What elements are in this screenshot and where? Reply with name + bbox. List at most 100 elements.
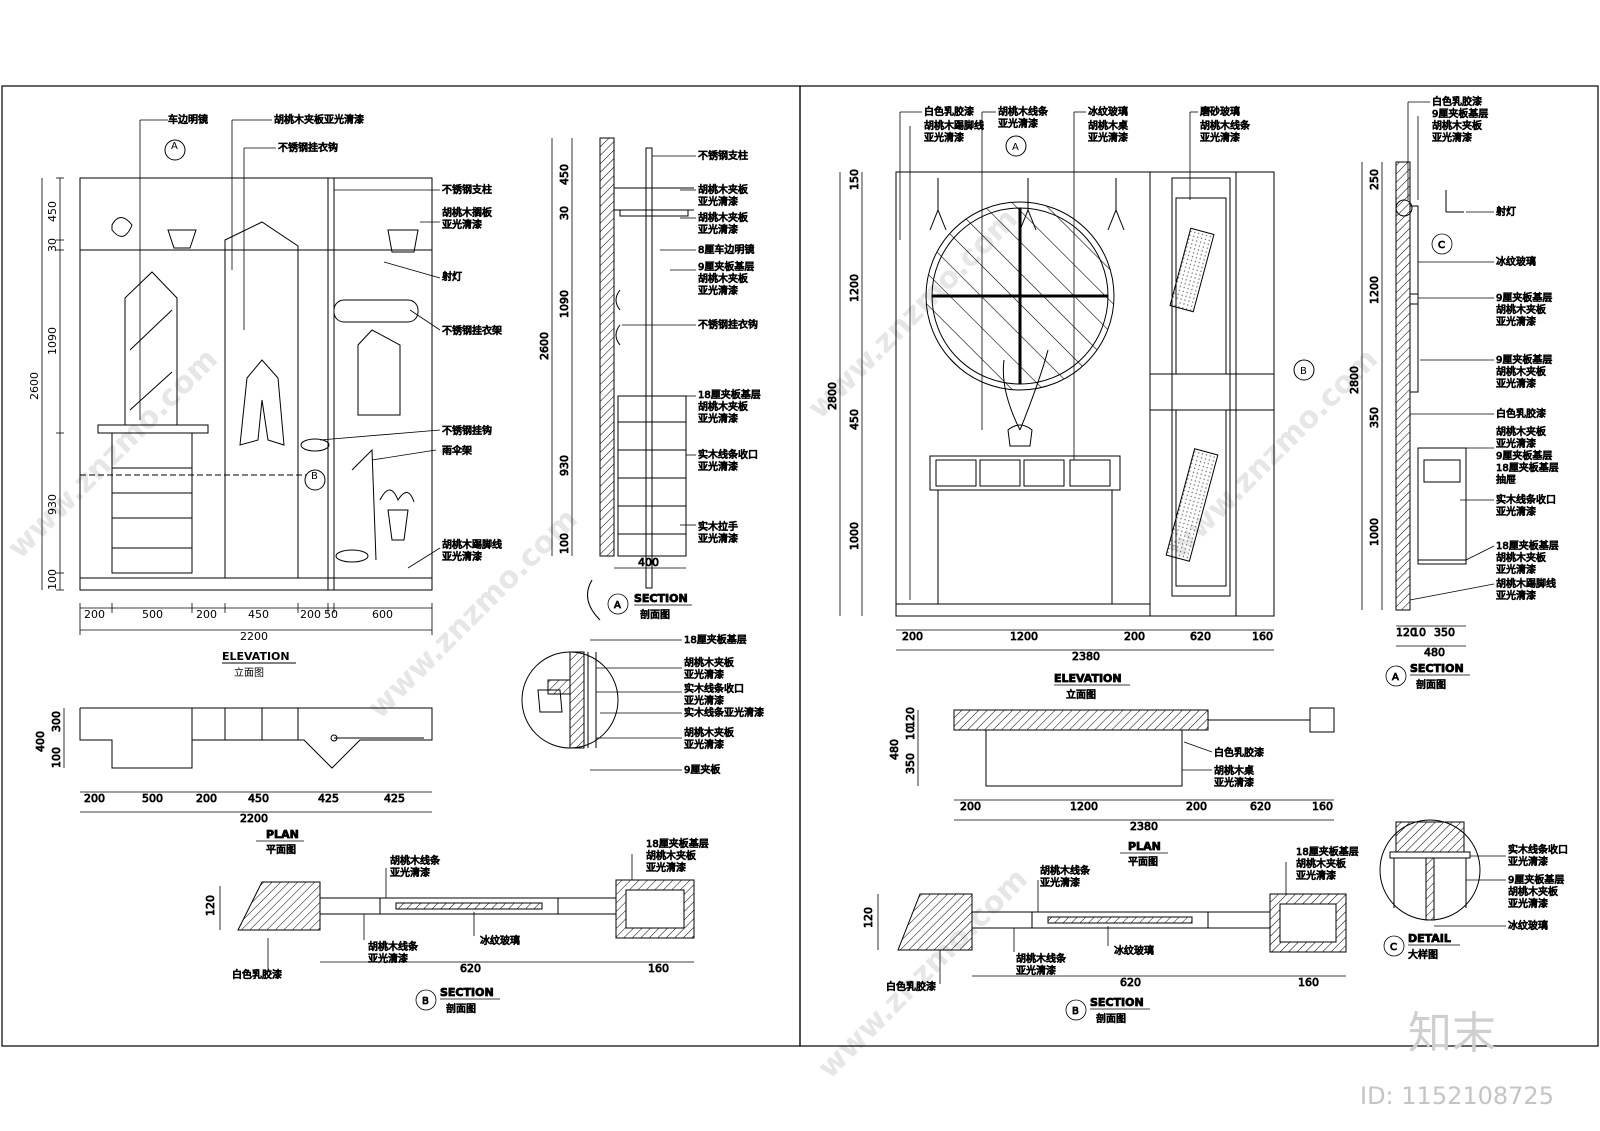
plan-dim-500: 500 — [142, 792, 163, 805]
right-dim-h-200a: 200 — [902, 630, 923, 643]
rsecA-dim-480: 480 — [1424, 646, 1445, 659]
rplan-dim-480: 480 — [888, 739, 901, 760]
detA-label-walnut-2: 胡桃木夹板 — [684, 726, 734, 739]
secA-tag-letter: A — [614, 600, 621, 611]
secB-label-matte-1: 亚光清漆 — [390, 866, 430, 879]
rsecA-dim-350: 350 — [1434, 626, 1455, 639]
detC-label-trim: 实木线条收口 — [1508, 843, 1568, 856]
dim-1090: 1090 — [46, 327, 59, 355]
rsecA-label-white-paint: 白色乳胶漆 — [1432, 95, 1482, 108]
secA-label-matte-1: 亚光清漆 — [698, 195, 738, 208]
rplan-label-matte: 亚光清漆 — [1214, 776, 1254, 789]
detA-label-matte-3: 亚光清漆 — [684, 738, 724, 751]
rsecB-dim-160: 160 — [1298, 976, 1319, 989]
secA-label-walnut-3: 胡桃木夹板 — [698, 272, 748, 285]
label-walnut-panel: 胡桃木夹板亚光清漆 — [274, 113, 364, 126]
left-section-b-labels: 胡桃木线条 亚光清漆 18厘夹板基层 胡桃木夹板 亚光清漆 胡桃木线条 亚光清漆… — [204, 837, 710, 1016]
right-dim-1000: 1000 — [848, 522, 861, 550]
plan-dim-425b: 425 — [384, 792, 405, 805]
right-elev-dims: 150 1200 450 1000 2800 200 1200 200 620 … — [826, 169, 1274, 701]
secA-label-mirror: 8厘车边明镜 — [698, 243, 754, 256]
right-tag-a-letter: A — [1012, 142, 1019, 153]
detC-label-9mm: 9厘夹板基层 — [1508, 873, 1564, 886]
detC-subtitle: 大样图 — [1408, 948, 1438, 961]
right-dim-h-1200: 1200 — [1010, 630, 1038, 643]
right-dim-h-620: 620 — [1190, 630, 1211, 643]
right-dim-h-160: 160 — [1252, 630, 1273, 643]
left-elev-dims — [41, 177, 433, 635]
right-elev-tags: A B — [1005, 135, 1315, 381]
rsecA-label-walnut-1: 胡桃木夹板 — [1432, 119, 1482, 132]
right-dim-2800: 2800 — [826, 382, 839, 410]
dim-450: 450 — [46, 201, 59, 222]
detA-label-matte-2: 亚光清漆 — [684, 694, 724, 707]
secA-label-walnut-4: 胡桃木夹板 — [698, 400, 748, 413]
rsecA-label-drawer: 抽屉 — [1496, 473, 1516, 486]
secA-label-matte-4: 亚光清漆 — [698, 412, 738, 425]
dim-h-200b: 200 — [196, 608, 217, 621]
right-tag-b-letter: B — [1300, 366, 1307, 377]
rplan-label-walnut-table: 胡桃木桌 — [1214, 764, 1254, 777]
right-label-walnut-trim-2: 胡桃木线条 — [1200, 119, 1250, 132]
secB-label-walnut-trim-1: 胡桃木线条 — [390, 854, 440, 867]
rsecA-tag-c — [1431, 233, 1453, 255]
right-detail-c — [1379, 819, 1481, 921]
right-dim-1200: 1200 — [848, 274, 861, 302]
secA-label-matte-2: 亚光清漆 — [698, 223, 738, 236]
secB-tag-letter: B — [422, 996, 429, 1007]
right-plan-dims: 120 10 350 480 200 1200 200 620 160 2380… — [888, 707, 1334, 868]
rsecA-label-skirting: 胡桃木踢脚线 — [1496, 577, 1556, 590]
secB-subtitle: 剖面图 — [446, 1002, 476, 1015]
right-section-a-dims: 250 1200 2800 350 1000 120 10 350 480 — [1348, 162, 1466, 659]
image-id-text: ID: 1152108725 — [1360, 1082, 1554, 1110]
detC-tag-circle — [1383, 935, 1405, 957]
secA-dim-2600: 2600 — [538, 332, 551, 360]
rsecA-label-matte-7: 亚光清漆 — [1496, 589, 1536, 602]
right-elevation-subtitle: 立面图 — [1066, 688, 1096, 701]
dim-2600: 2600 — [28, 372, 41, 400]
rsecB-label-matte-3: 亚光清漆 — [1016, 964, 1056, 977]
dim-930: 930 — [46, 494, 59, 515]
rsecA-label-walnut-5: 胡桃木夹板 — [1496, 551, 1546, 564]
secA-dim-30: 30 — [558, 206, 571, 220]
dim-h-50: 50 — [324, 608, 338, 621]
secA-dim-930: 930 — [558, 455, 571, 476]
detA-label-18mm: 18厘夹板基层 — [684, 633, 747, 646]
rsecB-label-white-paint: 白色乳胶漆 — [886, 980, 936, 993]
secA-label-9mm-base: 9厘夹板基层 — [698, 260, 754, 273]
secA-title: SECTION — [634, 592, 688, 605]
rplan-dim-10: 10 — [904, 726, 917, 740]
secA-label-walnut-1: 胡桃木夹板 — [698, 183, 748, 196]
dim-100: 100 — [46, 569, 59, 590]
rplan-dim-620: 620 — [1250, 800, 1271, 813]
left-elev-tags: A B — [164, 139, 326, 491]
secA-label-steel-post: 不锈钢支柱 — [698, 149, 748, 162]
section-tag-a — [164, 139, 186, 161]
label-coat-hook: 不锈钢挂衣钩 — [278, 141, 338, 154]
secB-tag-circle — [415, 989, 437, 1011]
rplan-dim-200b: 200 — [1186, 800, 1207, 813]
rsecA-label-walnut-2: 胡桃木夹板 — [1496, 303, 1546, 316]
rsecA-tag-letter: A — [1392, 672, 1399, 683]
label-steel-hook: 不锈钢挂钩 — [442, 424, 492, 437]
rsecB-label-matte-1: 亚光清漆 — [1040, 876, 1080, 889]
rplan-total-2380: 2380 — [1130, 820, 1158, 833]
rsecA-dim-120: 120 — [1396, 626, 1417, 639]
secA-dim-400: 400 — [638, 556, 659, 569]
right-dim-150: 150 — [848, 169, 861, 190]
plan-dim-200a: 200 — [84, 792, 105, 805]
secB-label-matte-2: 亚光清漆 — [646, 861, 686, 874]
rsecA-label-matte-3: 亚光清漆 — [1496, 377, 1536, 390]
section-tag-b-letter: B — [311, 471, 318, 482]
label-matte-finish: 亚光清漆 — [442, 218, 482, 231]
right-label-walnut-trim: 胡桃木线条 — [998, 105, 1048, 118]
right-plan — [953, 707, 1335, 787]
detC-title: DETAIL — [1408, 932, 1451, 945]
rplan-dim-350: 350 — [904, 753, 917, 774]
secA-label-matte-3: 亚光清漆 — [698, 284, 738, 297]
secB-label-walnut: 胡桃木夹板 — [646, 849, 696, 862]
rsecA-label-ice-glass: 冰纹玻璃 — [1496, 255, 1536, 268]
rplan-dim-160: 160 — [1312, 800, 1333, 813]
plan-dim-425a: 425 — [318, 792, 339, 805]
left-plan-dims: 300 100 400 200 500 200 450 425 425 2200… — [34, 708, 432, 856]
